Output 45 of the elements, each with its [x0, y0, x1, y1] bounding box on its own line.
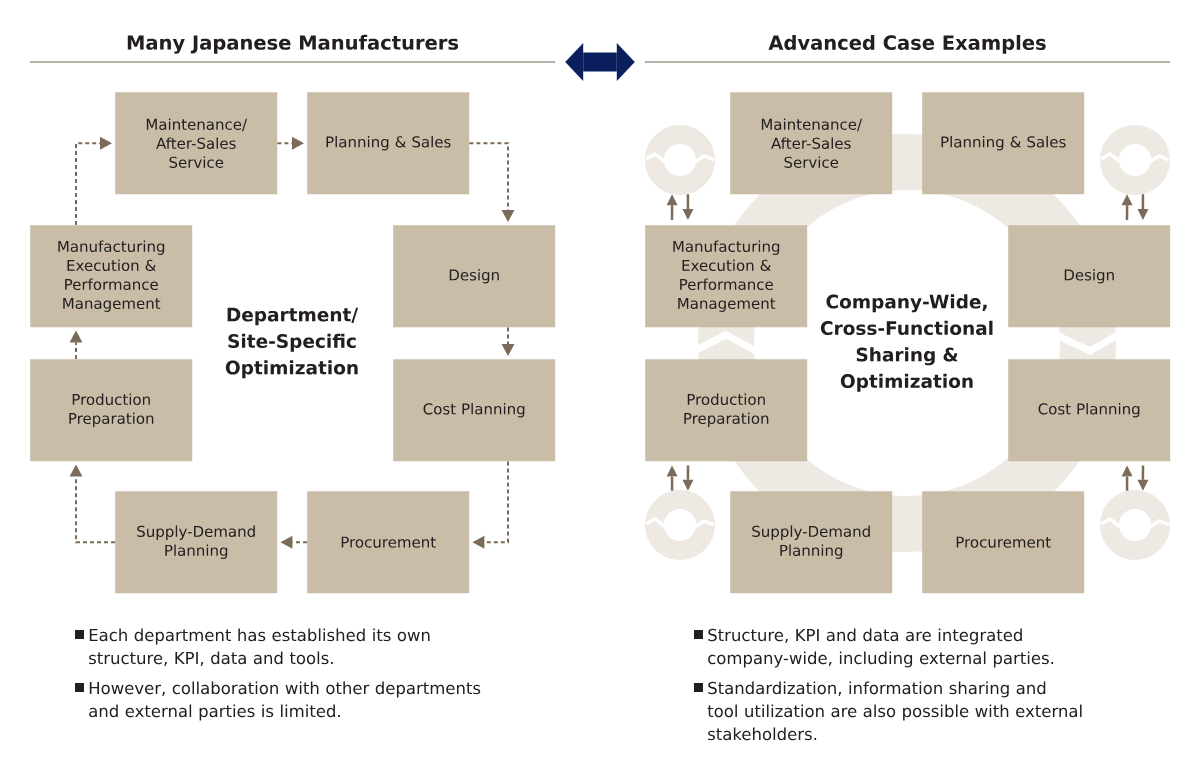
- process-box: Production Preparation: [645, 359, 808, 462]
- process-box: Supply-Demand Planning: [115, 491, 278, 594]
- dashed-arrow: [501, 326, 515, 356]
- dashed-arrow: [75, 136, 112, 226]
- process-box: Cost Planning: [393, 359, 556, 462]
- bullet-text: Each department has established its own structure, KPI, data and tools.: [89, 628, 430, 666]
- ring-icon: [645, 490, 715, 560]
- arrow: [666, 194, 678, 220]
- center-title: Company-Wide, Cross-Functional Sharing & Optimization: [820, 294, 993, 392]
- dashed-arrow: [280, 535, 308, 549]
- arrow: [1121, 465, 1133, 491]
- dashed-arrow: [276, 136, 304, 150]
- arrow: [682, 194, 694, 220]
- process-box: Planning & Sales: [307, 92, 470, 195]
- arrow: [1137, 194, 1149, 220]
- dashed-arrow: [468, 142, 515, 222]
- panel-heading: Many Japanese Manufacturers: [29, 34, 556, 63]
- process-box: Maintenance/ After-Sales Service: [115, 92, 278, 195]
- process-box: Design: [1008, 225, 1171, 328]
- bullet-text: Structure, KPI and data are integrated company-wide, including external parties.: [708, 628, 1054, 668]
- dashed-arrow: [69, 330, 83, 360]
- bullet-text: Standardization, information sharing and tool utilization are also possible with external stakeholders.: [707, 681, 1082, 741]
- process-box: Manufacturing Execution & Performance Management: [645, 225, 808, 328]
- process-box: Production Preparation: [30, 359, 193, 462]
- center-title: Department/ Site-Specific Optimization: [225, 307, 359, 379]
- ring-icon: [1100, 490, 1170, 560]
- ring-icon: [1100, 125, 1170, 195]
- arrow: [1137, 465, 1149, 491]
- process-box: Design: [393, 225, 556, 328]
- process-box: Supply-Demand Planning: [730, 491, 893, 594]
- process-box: Maintenance/ After-Sales Service: [730, 92, 893, 195]
- process-box: Procurement: [922, 491, 1085, 594]
- process-box: Planning & Sales: [922, 92, 1085, 195]
- dashed-arrow: [472, 460, 509, 549]
- arrow: [1121, 194, 1133, 220]
- arrow: [682, 465, 694, 491]
- double-arrow: [565, 43, 635, 81]
- dashed-arrow: [69, 464, 116, 544]
- arrow: [666, 465, 678, 491]
- panel-heading: Advanced Case Examples: [644, 34, 1171, 63]
- process-box: Procurement: [307, 491, 470, 594]
- process-box: Cost Planning: [1008, 359, 1171, 462]
- bullet-text: However, collaboration with other departments and external parties is limited.: [89, 681, 481, 721]
- process-box: Manufacturing Execution & Performance Management: [30, 225, 193, 328]
- ring-icon: [645, 125, 715, 195]
